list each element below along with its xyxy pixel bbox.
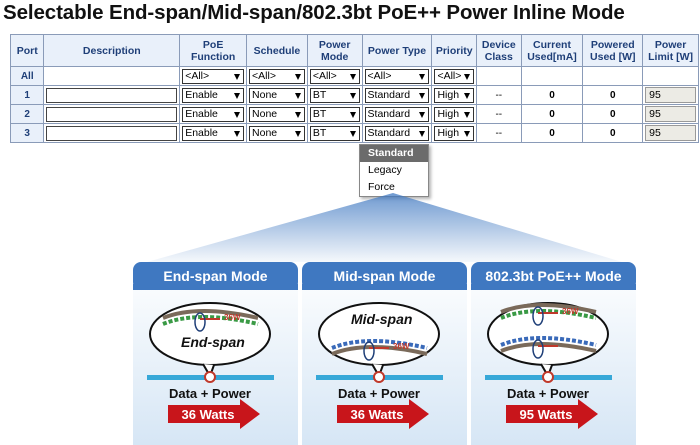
dropdown-option-force[interactable]: Force [368, 181, 395, 193]
col-powered-used: Powered Used [W] [582, 34, 644, 67]
end-span-watt-tag: 36W [224, 313, 241, 322]
priority-select[interactable]: High [434, 125, 475, 141]
table-header-row: Port Description PoE Function Schedule P… [9, 34, 699, 67]
col-power-mode: Power Mode [306, 34, 363, 67]
power-mode-select[interactable]: BT [309, 106, 360, 122]
mid-span-watts: 36 Watts [350, 407, 404, 422]
description-input[interactable] [46, 106, 178, 122]
end-span-mode-title: End-span Mode [163, 268, 268, 284]
poe-function-cell: Enable [179, 85, 248, 105]
table-row: 2 Enable None BT Standard High -- 0 0 95 [9, 104, 699, 124]
power-type-cell: Standard [361, 123, 433, 143]
power-type-select[interactable]: Standard [364, 87, 430, 103]
poe-function-cell: Enable [179, 123, 248, 143]
col-current-used: Current Used[mA] [520, 34, 584, 67]
power-limit-input[interactable]: 95 [645, 87, 696, 103]
priority-cell: High [431, 85, 478, 105]
end-span-caption: Data + Power [168, 386, 251, 401]
power-mode-select[interactable]: BT [309, 87, 360, 103]
schedule-select[interactable]: None [249, 125, 305, 141]
col-priority: Priority [431, 34, 478, 67]
col-device-class: Device Class [476, 34, 522, 67]
description-cell [43, 123, 181, 143]
power-type-select[interactable]: Standard [364, 106, 430, 122]
description-input[interactable] [46, 125, 178, 141]
power-type-select-all[interactable]: <All> [364, 68, 430, 84]
col-power-type: Power Type [361, 34, 433, 67]
poe-function-select[interactable]: Enable [182, 125, 245, 141]
power-limit-input[interactable]: 95 [645, 106, 696, 122]
col-description: Description [43, 34, 181, 67]
power-type-cell: Standard [361, 85, 433, 105]
poe-function-select[interactable]: Enable [182, 87, 245, 103]
mode-panel-end-span [133, 262, 298, 445]
col-port: Port [9, 34, 45, 67]
schedule-cell: None [246, 104, 308, 124]
power-mode-select-all[interactable]: <All> [309, 68, 360, 84]
col-schedule: Schedule [246, 34, 308, 67]
page-title: Selectable End-span/Mid-span/802.3bt PoE… [3, 1, 625, 24]
mid-span-watt-tag: 36W [393, 342, 410, 351]
mid-span-caption: Data + Power [337, 386, 420, 401]
schedule-select-all[interactable]: <All> [249, 68, 305, 84]
poe-function-select-all[interactable]: <All> [182, 68, 245, 84]
poe-config-table: Port Description PoE Function Schedule P… [9, 34, 699, 143]
mode-panel-802-3bt [471, 262, 636, 445]
schedule-select[interactable]: None [249, 106, 305, 122]
priority-cell: High [431, 104, 478, 124]
end-span-watts: 36 Watts [181, 407, 235, 422]
poe-plus-plus-watt-tag: 36W [562, 307, 579, 316]
poe-plus-plus-mode-title: 802.3bt PoE++ Mode [485, 268, 622, 284]
power-mode-select[interactable]: BT [309, 125, 360, 141]
schedule-select[interactable]: None [249, 87, 305, 103]
schedule-cell: <All> [246, 66, 308, 86]
col-power-limit: Power Limit [W] [642, 34, 699, 67]
power-limit-cell: 95 [642, 123, 699, 143]
priority-select[interactable]: High [434, 106, 475, 122]
power-type-dropdown-list: Standard Legacy Force [359, 144, 429, 197]
power-limit-cell: 95 [642, 104, 699, 124]
priority-cell: <All> [431, 66, 478, 86]
table-row: 3 Enable None BT Standard High -- 0 0 95 [9, 123, 699, 143]
power-limit-input[interactable]: 95 [645, 125, 696, 141]
description-cell [43, 104, 181, 124]
priority-cell: High [431, 123, 478, 143]
dropdown-option-standard[interactable]: Standard [360, 145, 428, 162]
port-cell: 3 [9, 123, 45, 143]
mode-panel-mid-span [302, 262, 467, 445]
spotlight-beam [147, 193, 622, 262]
table-row: 1 Enable None BT Standard High -- 0 0 95 [9, 85, 699, 105]
power-type-cell: Standard [361, 104, 433, 124]
port-cell: All [9, 66, 45, 86]
power-mode-cell: BT [306, 85, 363, 105]
poe-function-select[interactable]: Enable [182, 106, 245, 122]
col-poe-function: PoE Function [179, 34, 248, 67]
dropdown-option-legacy[interactable]: Legacy [368, 164, 402, 176]
priority-select-all[interactable]: <All> [434, 68, 475, 84]
poe-plus-plus-caption: Data + Power [506, 386, 589, 401]
power-mode-cell: BT [306, 123, 363, 143]
power-mode-cell: <All> [306, 66, 363, 86]
current-used-cell: 0 [520, 123, 584, 143]
poe-plus-plus-watts: 95 Watts [519, 407, 573, 422]
description-input[interactable] [46, 87, 178, 103]
mid-span-bubble-label: Mid-span [351, 311, 413, 327]
power-mode-cell: BT [306, 104, 363, 124]
end-span-bubble-label: End-span [181, 334, 245, 350]
schedule-cell: None [246, 123, 308, 143]
mid-span-mode-title: Mid-span Mode [333, 268, 436, 284]
power-type-select[interactable]: Standard [364, 125, 430, 141]
priority-select[interactable]: High [434, 87, 475, 103]
